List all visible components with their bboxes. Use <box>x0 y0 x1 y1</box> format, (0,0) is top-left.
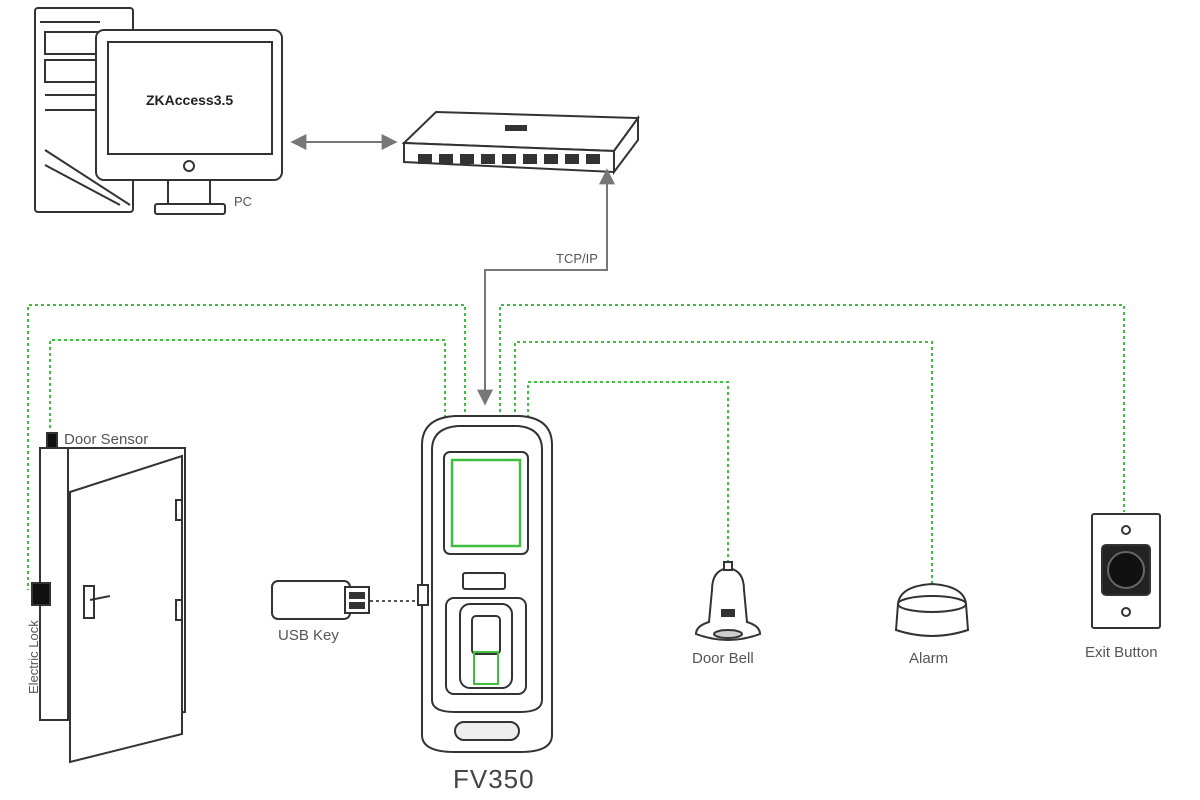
switch-port <box>460 154 474 164</box>
tcpip-link <box>477 168 615 406</box>
switch-port <box>481 154 495 164</box>
wiring-lines <box>27 304 1125 602</box>
door-icon <box>31 432 186 764</box>
fv350-device-icon <box>417 415 553 753</box>
exit-button-label: Exit Button <box>1085 644 1158 661</box>
device-label: FV350 <box>453 764 535 794</box>
usb-key-icon <box>271 580 370 620</box>
electric-lock-label: Electric Lock <box>26 620 41 694</box>
switch-port <box>586 154 600 164</box>
switch-ports <box>418 154 600 164</box>
usb-key-label: USB Key <box>278 627 339 644</box>
door-bell-icon <box>694 561 762 641</box>
switch-port <box>439 154 453 164</box>
pc-label: PC <box>234 194 253 209</box>
switch-port <box>502 154 516 164</box>
network-switch-icon <box>401 110 640 175</box>
switch-port <box>523 154 537 164</box>
switch-port <box>418 154 432 164</box>
software-label: ZKAccess3.5 <box>146 92 234 108</box>
switch-port <box>565 154 579 164</box>
alarm-icon <box>894 582 970 637</box>
exit-button-face-label: EXIT <box>1116 598 1134 607</box>
door-bell-label: Door Bell <box>692 650 754 667</box>
pc-icon <box>34 7 283 215</box>
door-sensor-label: Door Sensor <box>64 431 149 448</box>
tcpip-label: TCP/IP <box>556 251 598 266</box>
exit-button-icon <box>1091 513 1161 629</box>
alarm-label: Alarm <box>909 650 949 667</box>
switch-port <box>544 154 558 164</box>
